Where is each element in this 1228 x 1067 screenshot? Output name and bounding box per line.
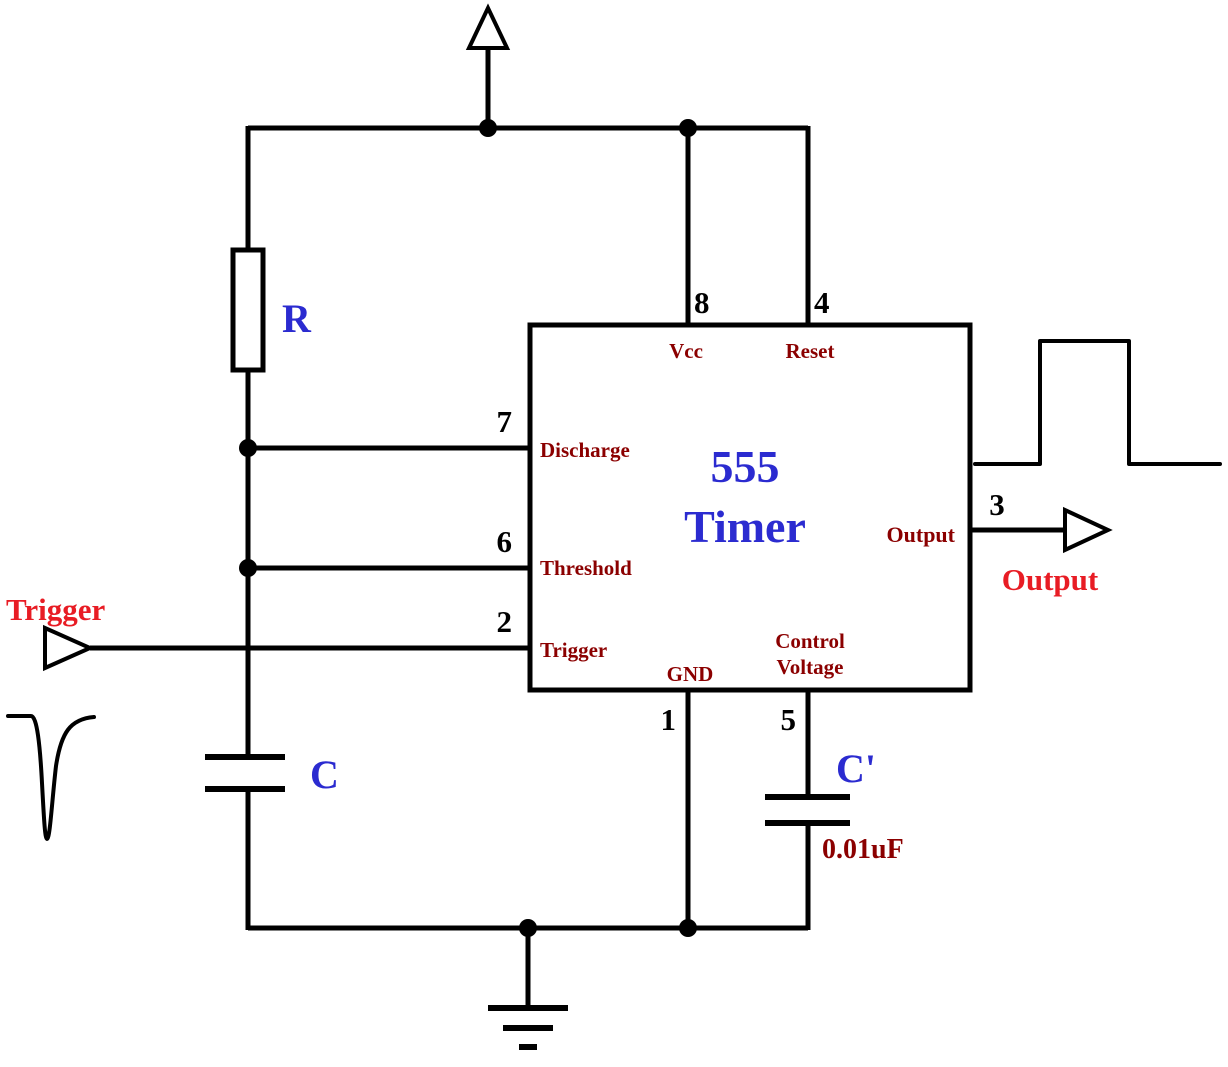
pin4-number: 4 — [814, 285, 830, 320]
junction-dot — [679, 919, 697, 937]
pin-label-output: Output — [887, 522, 956, 547]
output-buffer-triangle-icon — [1063, 506, 1113, 554]
control-capacitor-value: 0.01uF — [822, 834, 904, 865]
pin-label-control: Control — [775, 629, 845, 653]
pin-label-voltage: Voltage — [777, 655, 844, 679]
junction-dot — [239, 439, 257, 457]
trigger-waveform — [6, 714, 96, 841]
pin1-number: 1 — [661, 702, 677, 737]
pin2-number: 2 — [497, 604, 513, 639]
pin3-number: 3 — [989, 487, 1005, 522]
pin-label-trigger: Trigger — [540, 638, 607, 662]
pin-label-discharge: Discharge — [540, 438, 630, 462]
junction-dot — [239, 559, 257, 577]
junction-dot — [679, 119, 697, 137]
pin7-number: 7 — [497, 404, 513, 439]
vcc-supply-arrow-icon — [465, 3, 511, 50]
pin5-number: 5 — [781, 702, 797, 737]
junction-dot — [519, 919, 537, 937]
pin8-number: 8 — [694, 285, 710, 320]
ic-name-line2: Timer — [684, 501, 806, 552]
resistor-label: R — [282, 296, 312, 341]
resistor-symbol — [230, 247, 266, 373]
pin-label-reset: Reset — [786, 339, 835, 363]
timing-capacitor-label: C — [310, 752, 339, 797]
trigger-input-triangle-icon — [43, 624, 95, 672]
output-io-label: Output — [1002, 562, 1099, 597]
pin-label-vcc: Vcc — [669, 339, 703, 363]
output-waveform — [973, 339, 1222, 466]
pin-label-threshold: Threshold — [540, 556, 632, 580]
pin-label-gnd: GND — [667, 662, 714, 686]
pin6-number: 6 — [497, 524, 513, 559]
ic-name-line1: 555 — [711, 441, 780, 492]
trigger-io-label: Trigger — [6, 592, 106, 627]
control-capacitor-label: C' — [836, 746, 876, 791]
ic-555-body — [527, 322, 973, 693]
junction-dot — [479, 119, 497, 137]
